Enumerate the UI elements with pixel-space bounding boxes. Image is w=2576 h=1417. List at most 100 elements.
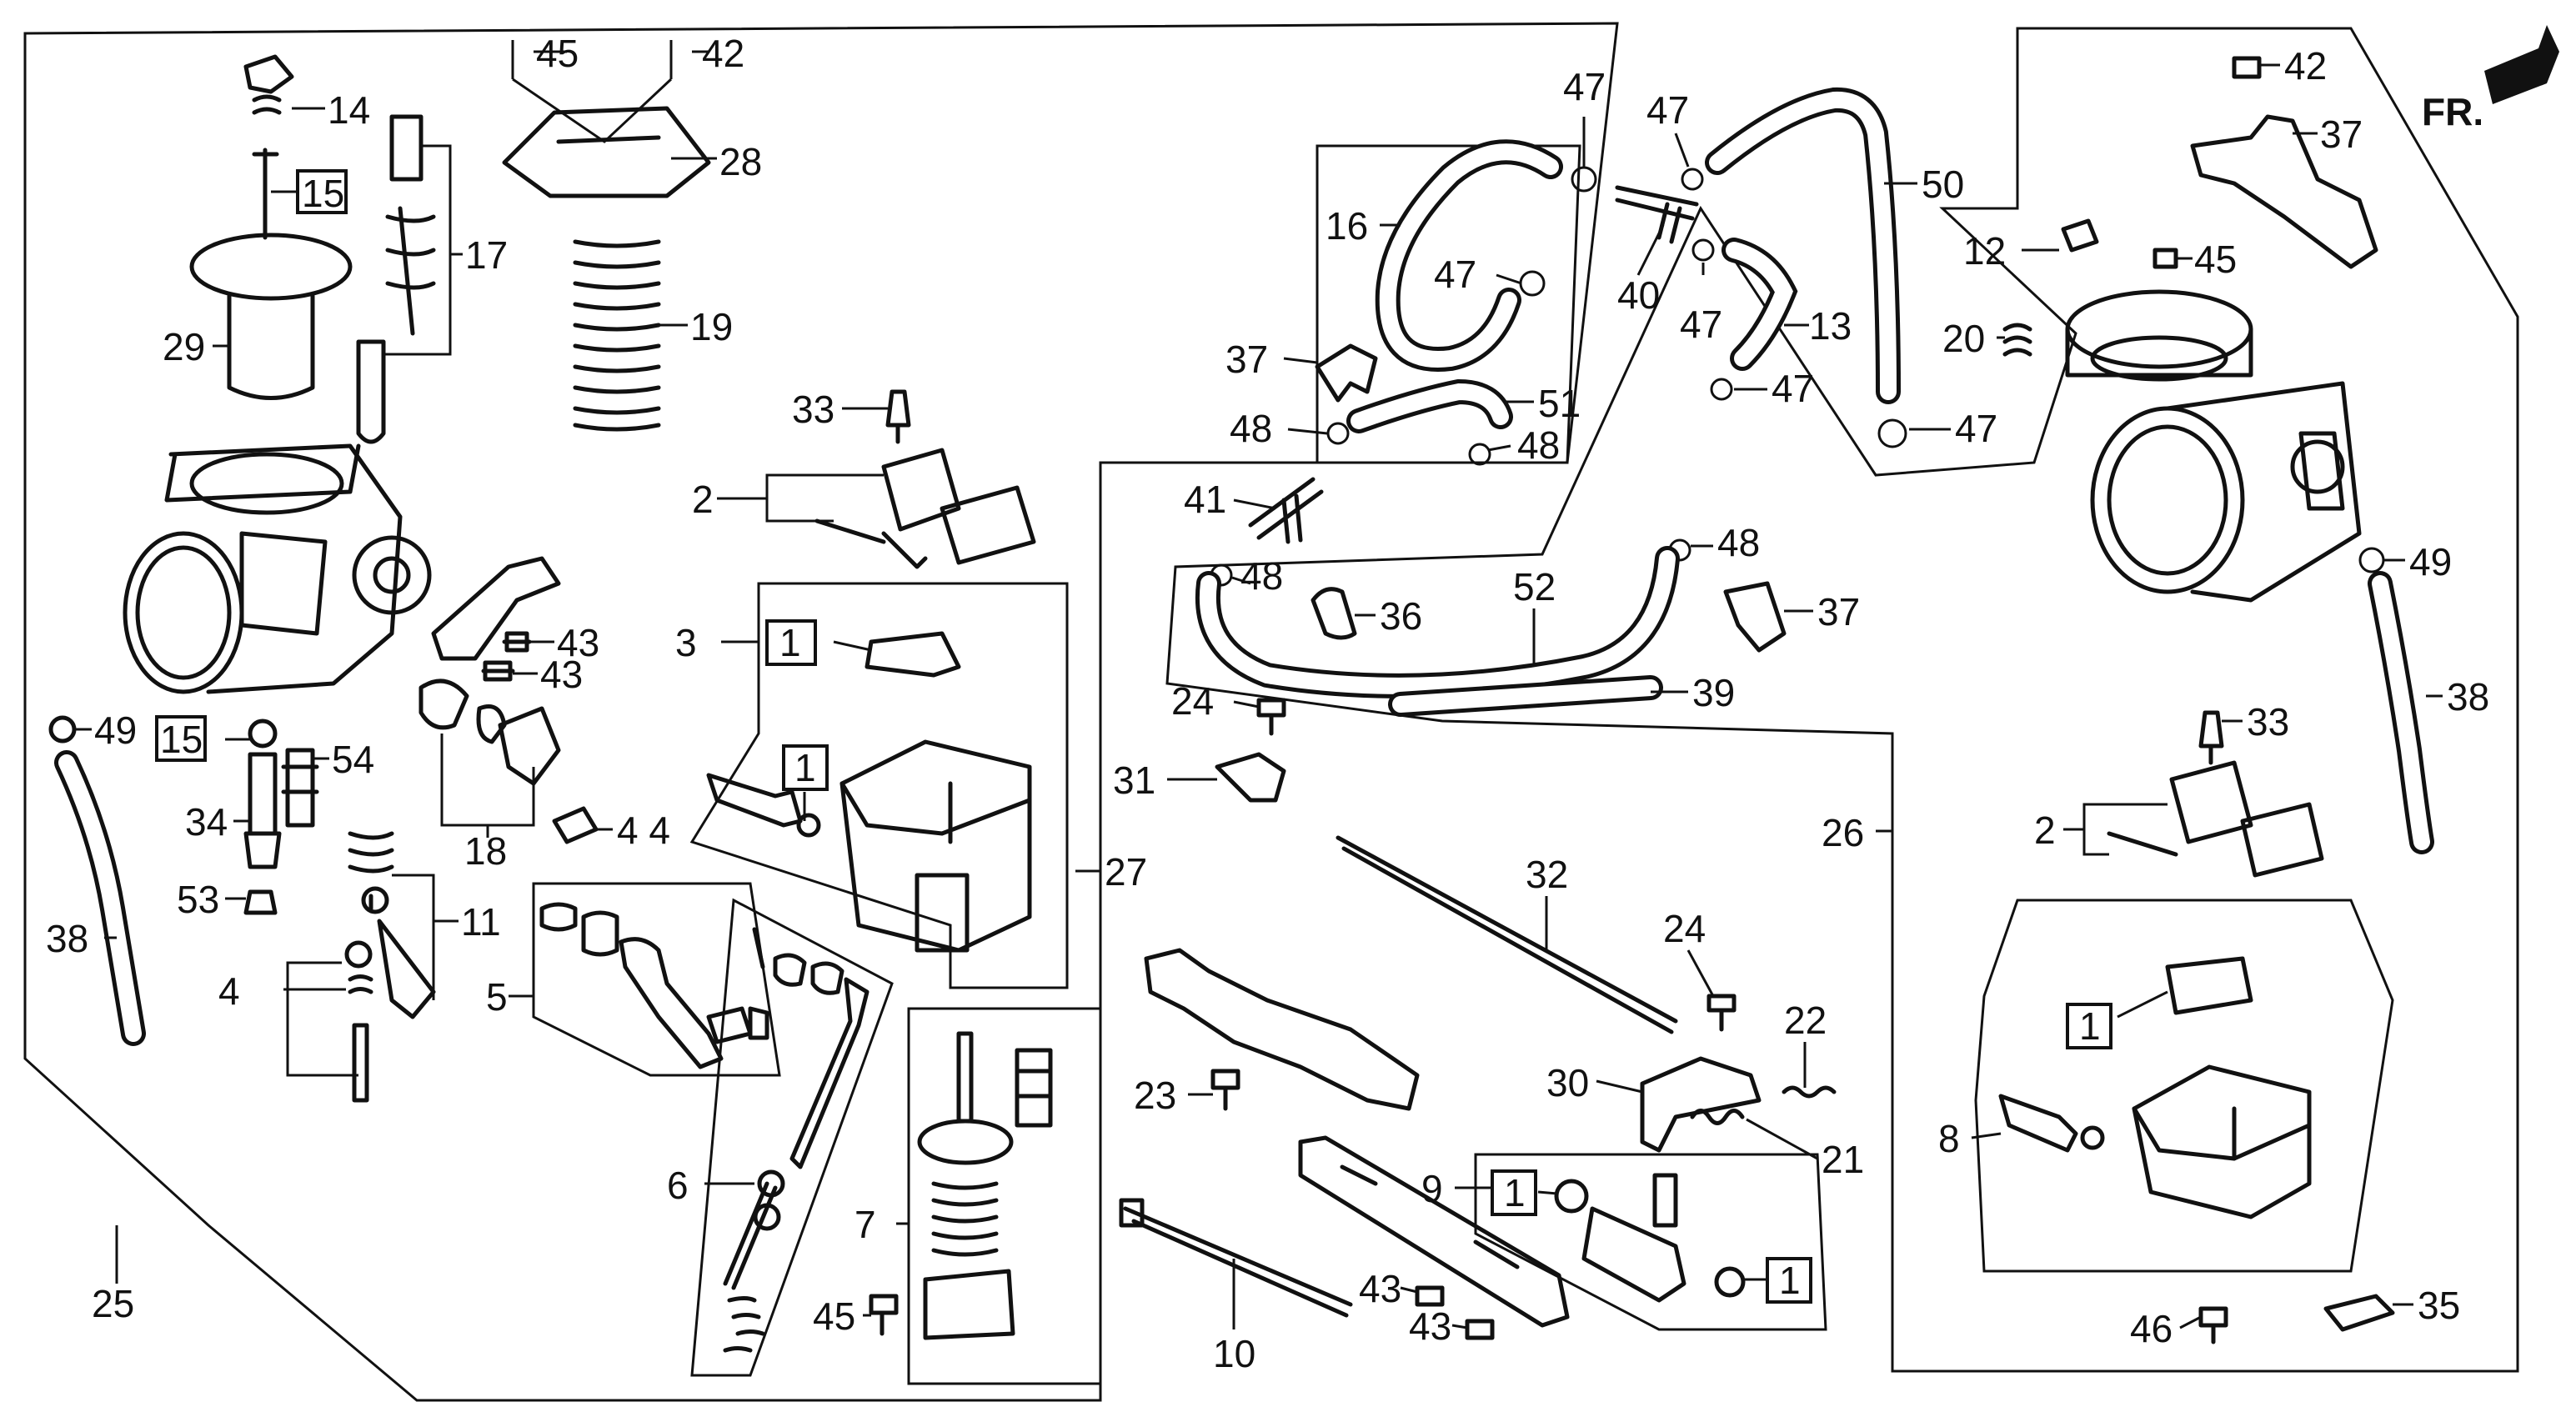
callout-47a: 47 [1563,65,1606,108]
part-12-screw [2061,218,2099,253]
callout-42a: 42 [702,32,744,75]
callout-4: 4 [218,969,240,1013]
part-47-clip-f [1877,418,1907,448]
part-32-rod [1336,835,1678,1034]
callout-41: 41 [1184,478,1226,521]
part-6-washer-b [753,1203,781,1231]
right-carburetor-parts [1998,56,2434,1344]
callout-51: 51 [1538,382,1581,425]
callout-5: 5 [486,975,508,1019]
part-15-washer [248,719,278,749]
leader-21 [1746,1118,1818,1160]
callout-47b: 47 [1646,88,1689,132]
front-direction-arrow: FR. [2422,25,2559,133]
part-41-t-fitting [1248,477,1324,544]
left-carb-body [123,443,432,694]
callout-44: 4 4 [617,809,670,852]
leader-42a [669,40,709,79]
leader-28 [512,78,717,160]
part-53-main-jet [243,889,278,915]
part-4-float-valve [344,940,373,1103]
callout-33a: 33 [792,388,834,431]
callout-15b: 15 [160,718,203,761]
callout-16: 16 [1326,204,1368,248]
part-37-clamp-a [1315,343,1378,403]
callout-47f: 47 [1955,407,1997,450]
leader-2a [717,473,884,523]
part-47-clip-b [1519,270,1546,297]
callout-12: 12 [1963,229,2006,273]
part-20-spring [2002,323,2032,357]
callout-17: 17 [465,233,508,277]
callout-25: 25 [92,1282,134,1325]
callout-49b: 49 [2409,540,2452,583]
part-9-oring-b [1714,1266,1746,1298]
callout-31: 31 [1113,759,1155,802]
part-24-screw-b [1706,994,1737,1032]
part-48-clip-b [1468,443,1491,466]
callout-28: 28 [719,140,762,183]
left-carb-assembly-outline [23,22,1619,1402]
callout-2b: 2 [2034,809,2056,852]
callout-24b: 24 [1663,907,1706,950]
callout-8: 8 [1938,1117,1960,1160]
part-14-needle-clip [243,54,294,115]
part-30-lever [1640,1056,1762,1153]
callout-38a: 38 [46,917,88,960]
part-6-washer-a [757,1169,785,1198]
leader-47c [1496,273,1522,285]
callout-47c: 47 [1434,253,1476,296]
part-42-screw-right [2232,56,2262,79]
callout-22: 22 [1784,999,1827,1042]
callout-15a: 15 [302,172,344,215]
callout-48a: 48 [1230,407,1272,450]
callout-20: 20 [1942,317,1985,360]
part-37-bracket-right [2190,114,2378,269]
part-29-piston [227,293,315,400]
leader-47b [1674,133,1690,168]
callout-labels: 45 42 14 28 15 17 29 19 33 2 43 43 3 1 1… [46,32,2489,1375]
callout-1a: 1 [779,621,801,664]
part-24-screw-a [1256,698,1286,736]
callout-45b: 45 [813,1294,855,1338]
callout-34: 34 [185,800,228,844]
callout-54: 54 [332,738,374,781]
part-6-box [690,898,894,1377]
callout-45a: 45 [536,32,579,75]
part-33-float-valve-right [2198,710,2224,765]
part-45-screw-right [2153,248,2178,269]
part-22-spring [1782,1085,1837,1099]
part-40-t-joint [1615,185,1699,244]
part-34-needle-jet [243,752,282,869]
part-2-float-right [2107,760,2324,878]
part-35-plate [2323,1294,2395,1332]
part-43-screw-c [1415,1285,1445,1307]
callout-37b: 37 [1817,590,1860,633]
leader-45a [511,40,567,79]
part-23-screw [1210,1069,1240,1111]
leader-24a [1233,700,1260,708]
part-49-clip-right [2358,547,2385,573]
callout-29: 29 [163,325,205,368]
part-9-link-bar [1298,1135,1570,1328]
part-9-fuel-joint [1581,1173,1686,1303]
part-5-choke-lever [539,902,769,1069]
callout-33b: 33 [2247,700,2289,744]
part-18-throttle-link [418,678,561,786]
part-47-clip-d [1691,238,1715,262]
callout-49a: 49 [94,708,137,752]
callout-43b: 43 [540,653,583,696]
part-6-choke-rod [752,927,870,1169]
callout-47e: 47 [1772,367,1814,410]
leader-41 [1233,498,1276,510]
leader-8 [1971,1132,2002,1139]
box-1c [1491,1169,1537,1216]
part-7-accelerator-pump [917,1031,1053,1340]
callout-6: 6 [667,1164,689,1207]
part-28-top-cover [502,106,711,198]
left-carburetor-parts [48,54,1053,1353]
part-11-washer [361,886,389,914]
part-3-float-chamber-left [706,631,1032,953]
leader-18 [440,734,535,838]
